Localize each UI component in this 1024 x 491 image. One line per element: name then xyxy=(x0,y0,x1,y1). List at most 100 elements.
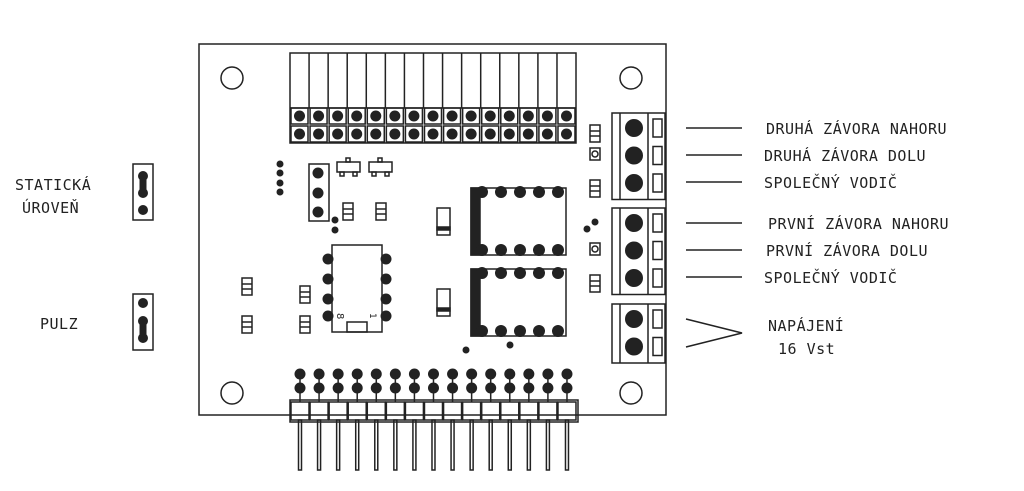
ic-notch xyxy=(346,321,368,333)
pin xyxy=(412,419,417,471)
header-pad xyxy=(427,128,439,140)
relay-pad xyxy=(476,325,488,337)
relay-pad xyxy=(476,267,488,279)
smd-resistor xyxy=(375,202,387,221)
relay-pad xyxy=(533,267,545,279)
smd-resistor xyxy=(241,277,253,296)
smd-resistor xyxy=(589,179,601,198)
header-pad xyxy=(484,110,496,122)
pin-housing xyxy=(519,401,539,421)
via xyxy=(462,346,470,354)
pad xyxy=(312,206,324,218)
header-pad xyxy=(313,110,325,122)
relay-pad xyxy=(495,325,507,337)
smd-resistor xyxy=(299,285,311,304)
jumper-pulse xyxy=(132,293,154,351)
label-first-barrier-down: PRVNÍ ZÁVORA DOLU xyxy=(766,241,928,260)
label-pulse: PULZ xyxy=(40,315,78,333)
diode-cathode-band xyxy=(436,307,451,312)
terminal-latch xyxy=(652,240,663,261)
smd-transistor xyxy=(336,161,361,173)
terminal-latch xyxy=(652,336,663,357)
resistor-body xyxy=(375,202,387,221)
pad-outline xyxy=(328,125,347,143)
mounting-holes xyxy=(220,66,643,405)
terminal-block xyxy=(611,112,666,201)
label-power: NAPÁJENÍ xyxy=(768,316,844,335)
header-pad xyxy=(370,110,382,122)
header-pad xyxy=(465,110,477,122)
pin xyxy=(564,419,570,471)
header-pad xyxy=(522,110,534,122)
label-static-level-1: STATICKÁ xyxy=(15,175,91,194)
pin-housing xyxy=(461,401,482,421)
header-pad xyxy=(370,128,382,140)
screw-terminal xyxy=(625,214,643,232)
header-pad xyxy=(541,110,553,122)
header-pad xyxy=(294,128,305,140)
label-static-level-2: ÚROVEŇ xyxy=(22,198,79,217)
via xyxy=(506,341,514,349)
pad xyxy=(312,167,324,179)
via xyxy=(276,179,284,187)
header-pad xyxy=(560,128,572,140)
pin xyxy=(393,419,398,471)
jumper-pin xyxy=(138,205,148,215)
relay-pad xyxy=(552,244,564,256)
top-header-connector xyxy=(289,52,577,144)
header-pad xyxy=(484,128,496,140)
pin xyxy=(450,419,455,471)
pad-outline xyxy=(366,125,386,143)
smd-lead xyxy=(352,171,358,177)
pin xyxy=(354,419,360,471)
screw-terminal xyxy=(625,337,643,356)
terminal-latch xyxy=(652,173,663,193)
smd-resistor xyxy=(589,124,601,143)
ic-pad xyxy=(322,253,334,265)
relay-marker xyxy=(470,187,481,256)
smd-lead xyxy=(377,157,383,163)
label-second-barrier-up: DRUHÁ ZÁVORA NAHORU xyxy=(766,119,947,138)
pin xyxy=(507,419,513,471)
pin xyxy=(431,419,436,471)
pad-outline xyxy=(557,125,576,143)
pad-outline xyxy=(500,125,519,143)
header-pad xyxy=(446,110,458,122)
pad-outline xyxy=(385,125,405,143)
smd-resistor xyxy=(241,315,253,334)
label-power-voltage: 16 Vst xyxy=(778,340,835,358)
header-pad xyxy=(313,128,325,140)
pin-strip xyxy=(289,399,579,423)
screw-terminal xyxy=(625,119,643,137)
header-pad xyxy=(351,128,363,140)
relay-pad xyxy=(495,186,507,198)
header-pad xyxy=(408,128,420,140)
pin-housing xyxy=(423,401,444,421)
pin-housing xyxy=(442,401,463,421)
via xyxy=(331,226,339,234)
screw-terminal xyxy=(625,241,643,260)
header-pad xyxy=(408,110,420,122)
terminal-latch xyxy=(652,118,663,138)
via xyxy=(276,160,284,168)
smd-diode xyxy=(436,288,451,317)
pin xyxy=(335,419,341,471)
components xyxy=(241,124,601,354)
jumper-static-level xyxy=(132,163,154,221)
resistor-body xyxy=(241,277,253,296)
resistor-body xyxy=(589,124,601,143)
pin xyxy=(374,419,379,471)
header-pad xyxy=(332,128,344,140)
via xyxy=(583,225,591,233)
mounting-hole xyxy=(220,381,244,405)
pin-housing xyxy=(366,401,387,421)
header-body xyxy=(289,52,577,144)
via xyxy=(276,188,284,196)
terminal-block xyxy=(611,207,666,296)
test-point-ring xyxy=(591,150,599,158)
pin-housing xyxy=(309,401,329,421)
smd-resistor xyxy=(342,202,354,221)
smd-lead xyxy=(345,157,351,163)
ic-pad xyxy=(380,273,392,285)
pad xyxy=(312,187,324,199)
